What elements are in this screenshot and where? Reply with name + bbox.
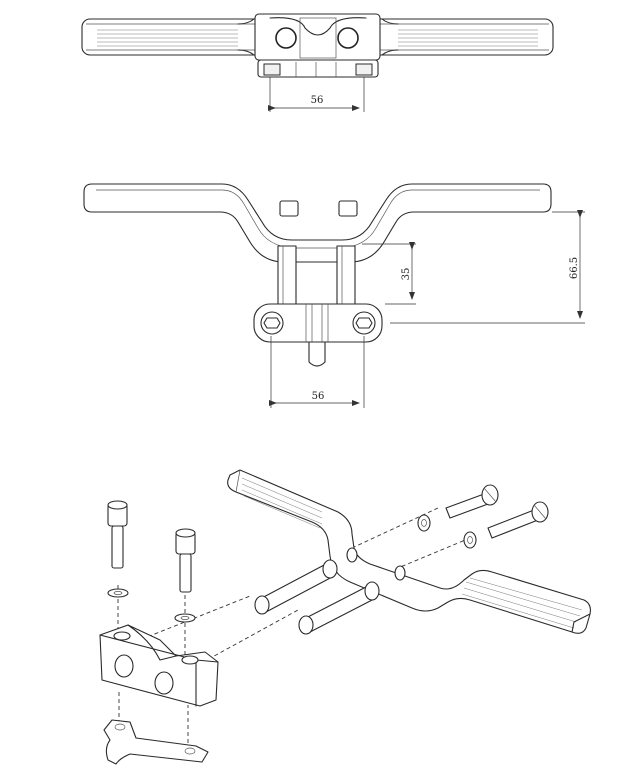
bottom-plate-part (103, 719, 209, 765)
washer-right-upper (417, 514, 431, 532)
right-grip-ribs (398, 29, 538, 47)
exploded-view (99, 469, 591, 765)
bolt-right-upper (445, 484, 499, 519)
riser-tube-2 (298, 581, 380, 635)
washer-left-1 (107, 588, 129, 598)
bolt-left-2 (175, 528, 196, 593)
front-view: 35 66.5 56 (83, 183, 585, 408)
front-spacing-label: 56 (312, 391, 325, 402)
washer-right-lower (463, 531, 477, 549)
bolt-right-lower (487, 501, 549, 539)
handlebar-part (227, 469, 591, 634)
top-view: 56 (81, 13, 554, 112)
riser-height-label: 35 (401, 268, 412, 281)
riser-tube-1 (254, 559, 338, 615)
clamp-block-part (99, 624, 219, 707)
bolt-left-1 (107, 500, 128, 569)
top-spacing-label: 56 (311, 95, 324, 106)
washer-left-2 (174, 613, 196, 623)
overall-height-label: 66.5 (569, 257, 580, 279)
left-grip-ribs (97, 29, 238, 47)
